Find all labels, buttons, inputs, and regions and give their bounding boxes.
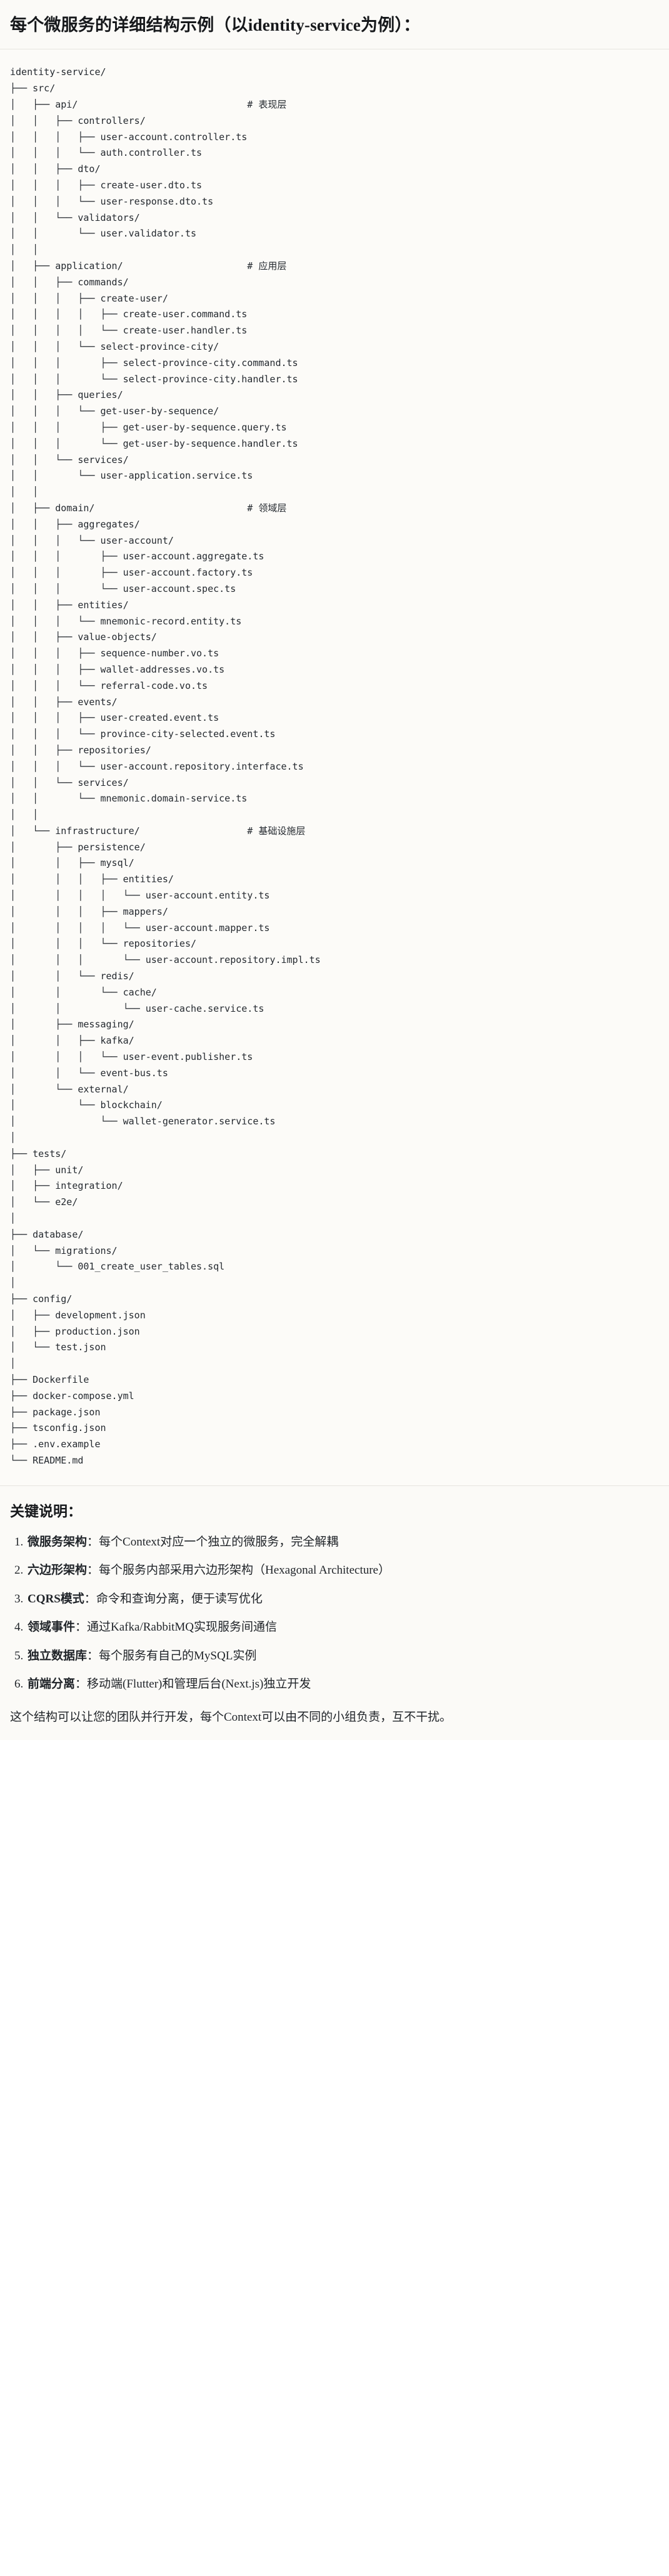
key-point-term: 独立数据库 (28, 1649, 88, 1662)
page-root: 每个微服务的详细结构示例（以identity-service为例）： ident… (0, 0, 669, 1740)
key-point-separator: ： (75, 1677, 88, 1691)
key-point-term: 微服务架构 (28, 1535, 88, 1549)
closing-paragraph: 这个结构可以让您的团队并行开发，每个Context可以由不同的小组负责，互不干扰… (10, 1710, 452, 1724)
key-point-description: 每个Context对应一个独立的微服务，完全解耦 (99, 1535, 339, 1549)
key-point-description: 移动端(Flutter)和管理后台(Next.js)独立开发 (87, 1677, 311, 1691)
key-point-item: 领域事件：通过Kafka/RabbitMQ实现服务间通信 (26, 1619, 659, 1637)
key-points-title: 关键说明： (10, 1503, 82, 1519)
key-point-term: 六边形架构 (28, 1564, 88, 1577)
key-points-list: 微服务架构：每个Context对应一个独立的微服务，完全解耦六边形架构：每个服务… (10, 1534, 659, 1694)
key-point-term: 领域事件 (28, 1621, 76, 1634)
directory-tree-block: identity-service/ ├── src/ │ ├── api/ # … (0, 49, 669, 1486)
key-point-description: 命令和查询分离，便于读写优化 (96, 1592, 263, 1606)
page-title: 每个微服务的详细结构示例（以identity-service为例）： (10, 16, 421, 34)
key-point-separator: ： (87, 1535, 99, 1549)
key-point-separator: ： (87, 1649, 99, 1662)
key-point-description: 每个服务有自己的MySQL实例 (99, 1649, 257, 1662)
key-point-item: CQRS模式：命令和查询分离，便于读写优化 (26, 1591, 659, 1609)
key-point-separator: ： (75, 1621, 88, 1634)
key-points-section: 关键说明： 微服务架构：每个Context对应一个独立的微服务，完全解耦六边形架… (0, 1485, 669, 1741)
key-point-separator: ： (87, 1564, 99, 1577)
key-point-term: CQRS模式 (28, 1592, 84, 1606)
key-point-item: 微服务架构：每个Context对应一个独立的微服务，完全解耦 (26, 1534, 659, 1552)
heading-band: 每个微服务的详细结构示例（以identity-service为例）： (0, 0, 669, 50)
directory-tree: identity-service/ ├── src/ │ ├── api/ # … (10, 66, 321, 1466)
key-point-description: 每个服务内部采用六边形架构（Hexagonal Architecture） (99, 1564, 390, 1577)
key-point-separator: ： (84, 1592, 96, 1606)
key-point-item: 前端分离：移动端(Flutter)和管理后台(Next.js)独立开发 (26, 1676, 659, 1694)
key-point-term: 前端分离 (28, 1677, 76, 1691)
key-point-item: 独立数据库：每个服务有自己的MySQL实例 (26, 1647, 659, 1666)
key-point-description: 通过Kafka/RabbitMQ实现服务间通信 (87, 1621, 278, 1634)
key-point-item: 六边形架构：每个服务内部采用六边形架构（Hexagonal Architectu… (26, 1562, 659, 1580)
